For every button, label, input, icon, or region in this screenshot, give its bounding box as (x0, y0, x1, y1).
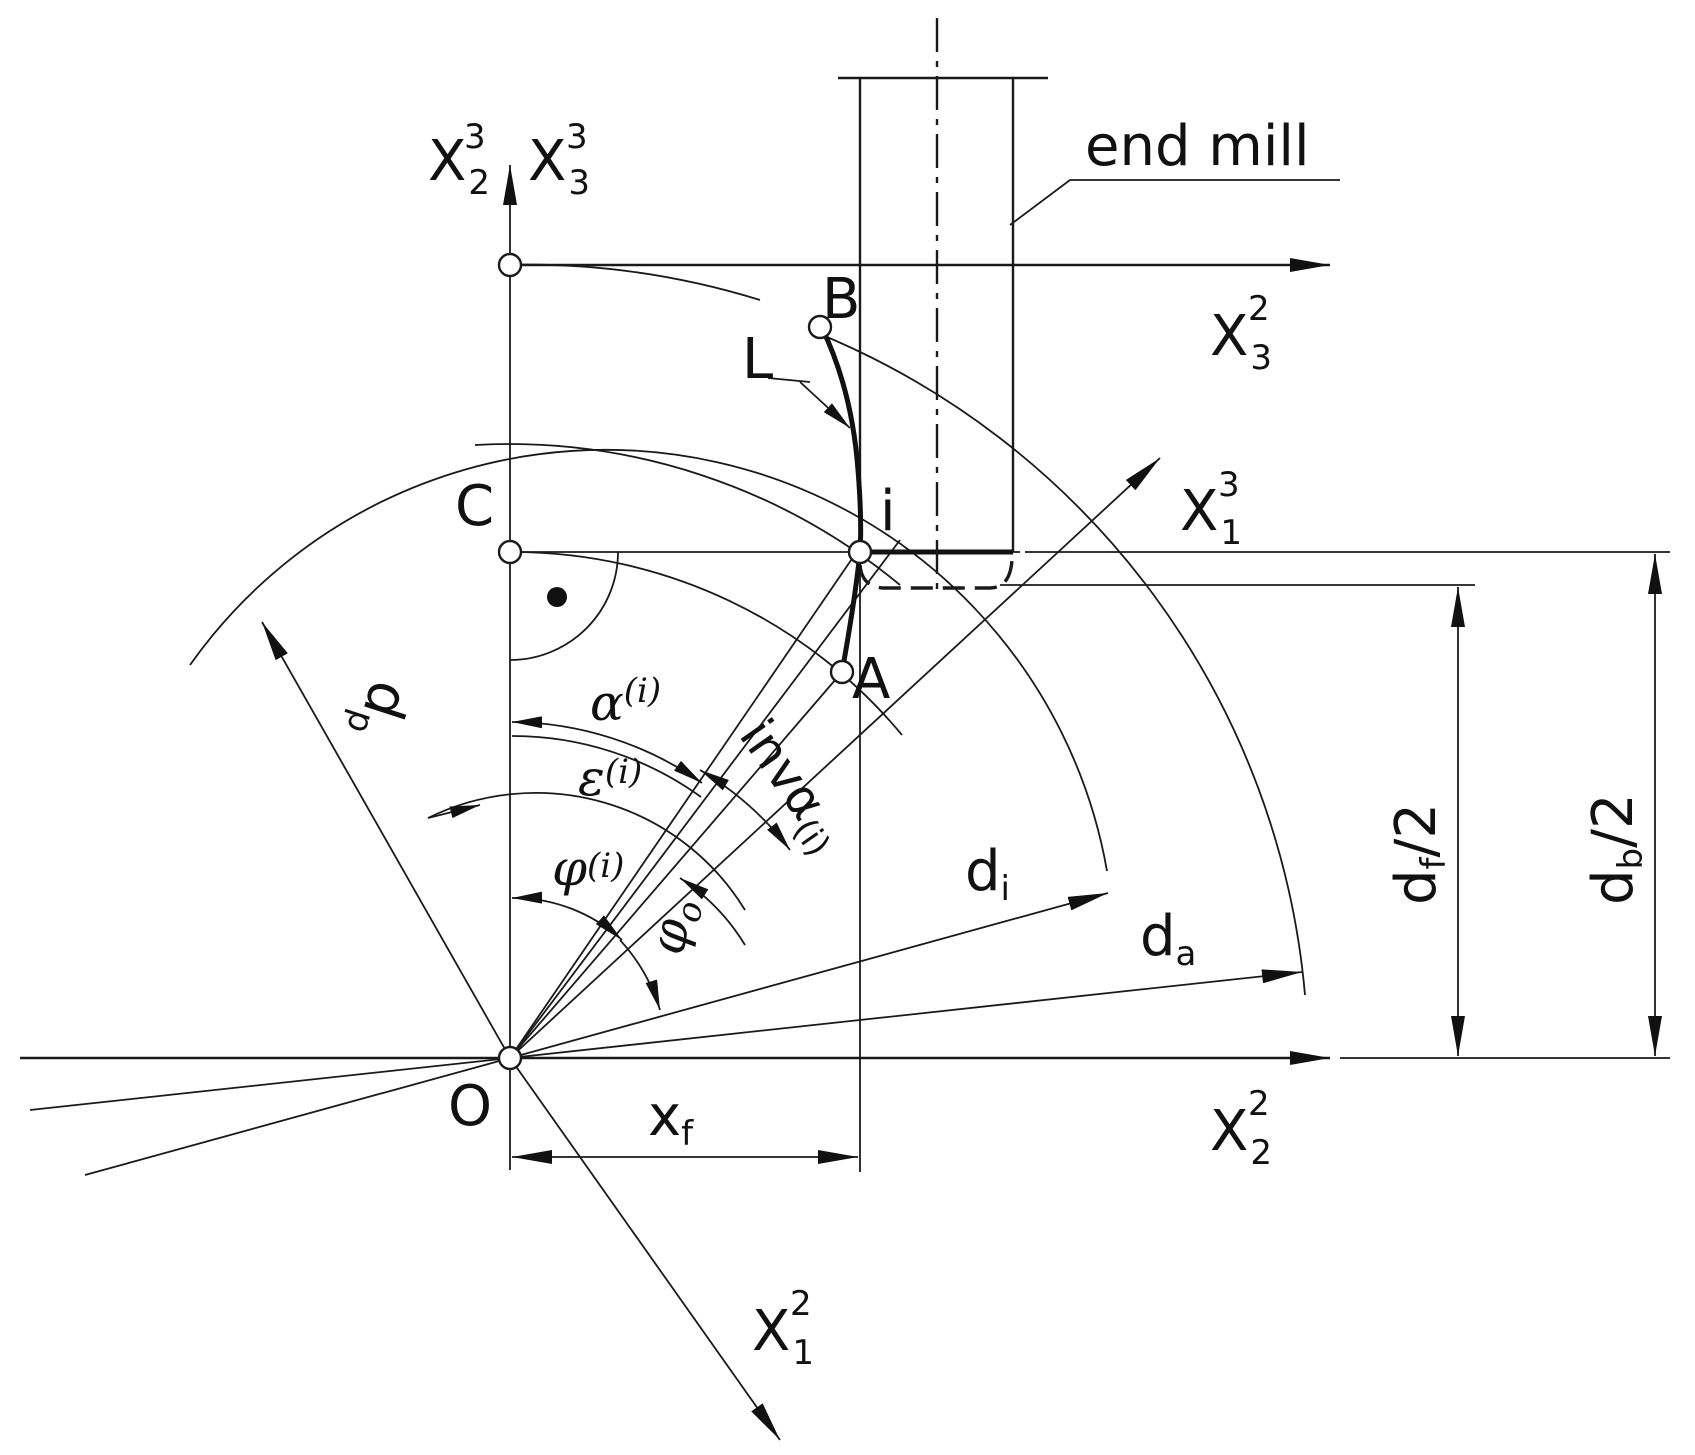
ray-O-to-i (509, 549, 859, 1059)
label-axis-x1-3-sub: 1 (1220, 513, 1242, 553)
label-axis-x3-2-base: X (1210, 304, 1248, 369)
label-epsilon-i: ε(i) (578, 749, 642, 807)
label-axis-x1-2-sub: 1 (792, 1333, 814, 1373)
ray-d-a (509, 969, 1303, 1059)
label-d-i-sub: i (1001, 869, 1010, 909)
label-point-i: i (880, 479, 896, 544)
label-epsilon-i-sup: (i) (605, 752, 642, 792)
label-axis-x1-3-base: X (1180, 479, 1218, 544)
arc-outer-circle (814, 331, 1306, 996)
label-phi-o: φo (638, 894, 712, 960)
arc-inner-circle (474, 443, 901, 586)
angle-phi-outer-arc (427, 792, 746, 911)
end-mill-leader (1009, 179, 1340, 226)
label-x-f: xf (648, 1084, 694, 1154)
label-point-A: A (852, 647, 890, 712)
label-point-B: B (822, 267, 860, 332)
label-x-f-sub: f (681, 1114, 694, 1154)
point-i (847, 539, 873, 565)
label-axis-x3-2-sup: 2 (1248, 289, 1270, 329)
ray-O-to-A (509, 671, 843, 1059)
point-A (829, 659, 855, 685)
label-epsilon-i-base: ε (578, 749, 605, 807)
ray-left-lower (84, 1057, 511, 1176)
leader-L-arrow (799, 381, 851, 429)
label-axis-x1-2-base: X (752, 1299, 790, 1364)
point-top-axis (497, 252, 523, 278)
label-axis-x2-2: X2 (1210, 1099, 1272, 1173)
label-point-O: O (448, 1074, 492, 1139)
angle-epsilon-arc (511, 735, 702, 798)
label-db-half-base: d (1581, 869, 1646, 905)
label-axis-x2-2-sub: 2 (1250, 1133, 1272, 1173)
ray-d-p (261, 621, 511, 1059)
axis-x1-2-diagonal (509, 1057, 781, 1441)
ray-d-i (509, 892, 1109, 1059)
angle-phi-outer-arrow (427, 804, 481, 819)
label-axis-x3-3-sub: 3 (568, 163, 590, 203)
label-alpha-i: α(i) (590, 671, 661, 732)
label-axis-x3-3-sup: 3 (566, 117, 588, 157)
leader-L (767, 377, 811, 383)
profile-curve-L (819, 326, 864, 673)
label-axis-x1-2-sup: 2 (790, 1284, 812, 1324)
label-axis-x1-2: X1 (752, 1299, 814, 1373)
arc-base-circle (189, 448, 1108, 872)
right-angle-dot (547, 587, 567, 607)
label-alpha-i-base: α (590, 674, 624, 732)
label-axis-x2-3-base: X (428, 129, 466, 194)
label-axis-x1-3-sup: 3 (1218, 465, 1240, 505)
label-df-half-sub: f (1414, 856, 1454, 869)
label-df-half-base: d (1384, 869, 1449, 905)
label-d-a: da (1140, 904, 1196, 974)
angle-phi-arc (511, 891, 623, 941)
label-d-i-base: d (965, 839, 1001, 904)
ray-O-to-phi-o (509, 539, 901, 1059)
label-axis-x2-3-sub: 2 (468, 163, 490, 203)
label-d-i: di (965, 839, 1010, 909)
label-axis-x3-2-sub: 3 (1250, 338, 1272, 378)
label-alpha-i-sup: (i) (624, 671, 661, 711)
angle-inv-arc (699, 769, 791, 851)
label-db-half: db/2 (1581, 793, 1651, 905)
label-d-a-base: d (1140, 904, 1176, 969)
label-axis-x2-3: X2 (428, 129, 490, 203)
label-d-p: dp (338, 672, 422, 748)
point-B (807, 314, 833, 340)
point-origin-O (497, 1045, 523, 1071)
label-axis-x3-3-base: X (528, 129, 566, 194)
label-axis-x3-2: X3 (1210, 304, 1272, 378)
angle-alpha-arc (511, 716, 703, 784)
end-mill-corner-left (858, 559, 1014, 590)
right-angle-arc (509, 551, 619, 661)
arc-mid-circle (499, 263, 761, 301)
label-db-half-sub: b (1611, 848, 1651, 870)
point-C (497, 539, 523, 565)
angle-phi-o-arc-top (679, 877, 746, 946)
label-df-half-div: /2 (1384, 803, 1449, 858)
label-df-half: df/2 (1384, 803, 1454, 905)
label-axis-x3-3: X3 (528, 129, 590, 203)
label-phi-i: φ(i) (552, 839, 624, 897)
label-phi-i-base: φ (552, 839, 587, 897)
label-axis-x2-3-sup: 3 (464, 117, 486, 157)
label-db-half-div: /2 (1581, 793, 1646, 848)
label-x-f-base: x (648, 1084, 681, 1149)
label-point-L: L (742, 327, 773, 392)
label-point-C: C (455, 474, 494, 539)
label-d-a-sub: a (1176, 934, 1197, 974)
label-end-mill: end mill (1085, 114, 1310, 179)
axis-x1-3-diagonal (509, 457, 1161, 1059)
label-axis-x1-3: X1 (1180, 479, 1242, 553)
label-axis-x2-2-base: X (1210, 1099, 1248, 1164)
arc-i-circle (514, 551, 903, 736)
angle-phi-o-arc (619, 939, 661, 1011)
label-axis-x2-2-sup: 2 (1248, 1084, 1270, 1124)
ray-left-upper (29, 1057, 511, 1111)
label-phi-i-sup: (i) (587, 846, 624, 886)
